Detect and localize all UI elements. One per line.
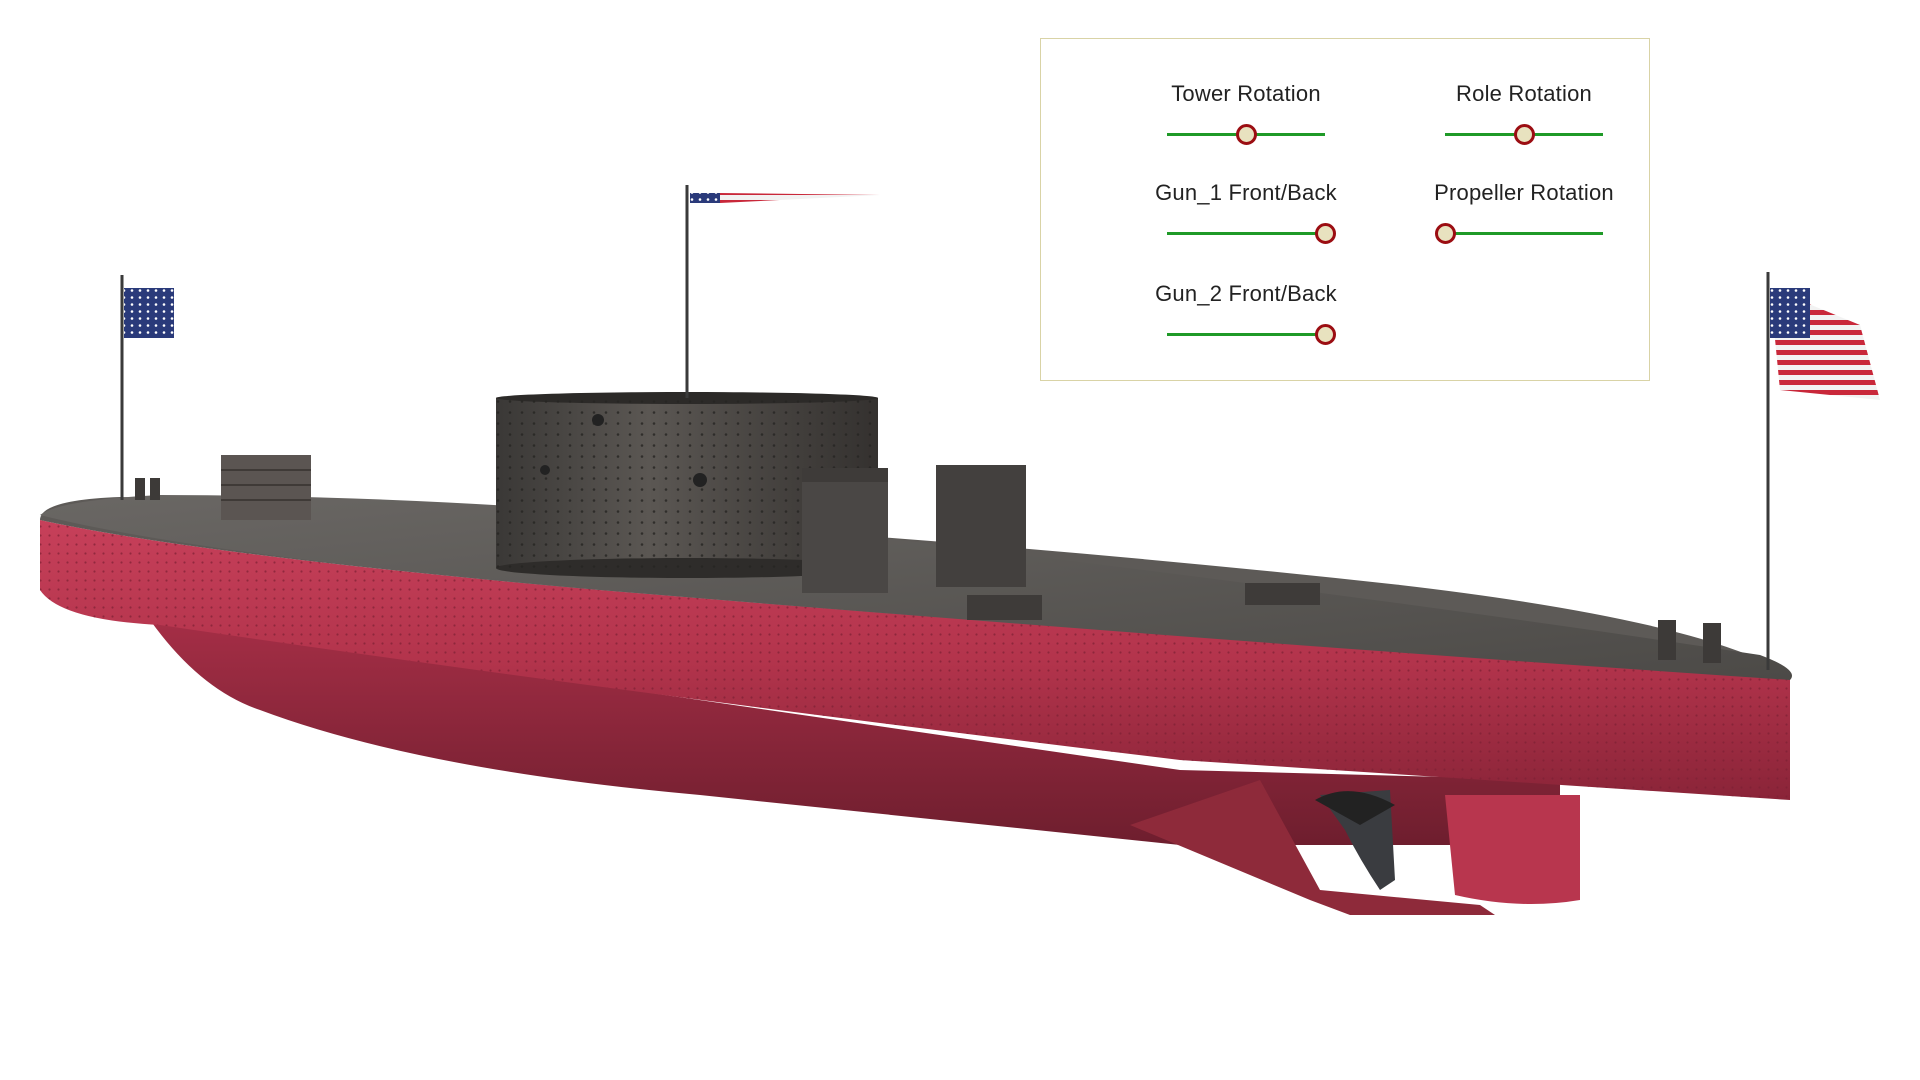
control-label: Role Rotation	[1456, 81, 1592, 106]
propeller-blade	[1315, 791, 1395, 825]
control-label: Propeller Rotation	[1434, 180, 1614, 205]
deck-crate	[221, 455, 311, 520]
control-label: Tower Rotation	[1171, 81, 1321, 106]
control-label: Gun_2 Front/Back	[1155, 281, 1337, 306]
control-role-rotation: Role Rotation	[1409, 81, 1639, 151]
slider-knob[interactable]	[1513, 124, 1535, 145]
deck	[40, 495, 1792, 680]
control-propeller-rotation: Propeller Rotation	[1409, 180, 1639, 250]
lower-hull	[150, 620, 1560, 845]
control-tower-rotation: Tower Rotation	[1131, 81, 1361, 151]
slider-track[interactable]	[1445, 232, 1603, 235]
pilot-house	[802, 468, 888, 593]
rudder	[1445, 795, 1580, 904]
control-gun2-front-back: Gun_2 Front/Back	[1131, 281, 1361, 351]
slider-track[interactable]	[1167, 232, 1325, 235]
slider-track[interactable]	[1167, 333, 1325, 336]
bollard	[1658, 620, 1676, 660]
shot-dent	[540, 465, 550, 475]
model-controls-panel: Tower Rotation Role Rotation Gun_1 Front…	[1040, 38, 1650, 381]
blower-stack	[936, 465, 1026, 587]
shot-dent	[592, 414, 604, 426]
jack-flag	[124, 288, 174, 338]
control-label: Gun_1 Front/Back	[1155, 180, 1337, 205]
shot-dent	[693, 473, 707, 487]
bollard	[150, 478, 160, 500]
deck-hatch	[967, 595, 1042, 620]
pennant-canton	[690, 193, 720, 203]
armor-rivets	[40, 520, 1790, 800]
slider-knob[interactable]	[1314, 324, 1336, 345]
deck-hatch	[1245, 583, 1320, 605]
skeg	[1130, 780, 1495, 915]
ensign-canton	[1770, 288, 1810, 338]
bollard	[135, 478, 145, 500]
bollard	[1703, 623, 1721, 663]
slider-knob[interactable]	[1235, 124, 1257, 145]
control-gun1-front-back: Gun_1 Front/Back	[1131, 180, 1361, 250]
pennant-flag	[690, 193, 880, 203]
slider-knob[interactable]	[1314, 223, 1336, 244]
slider-knob[interactable]	[1434, 223, 1456, 244]
pilot-house-top	[802, 468, 888, 482]
